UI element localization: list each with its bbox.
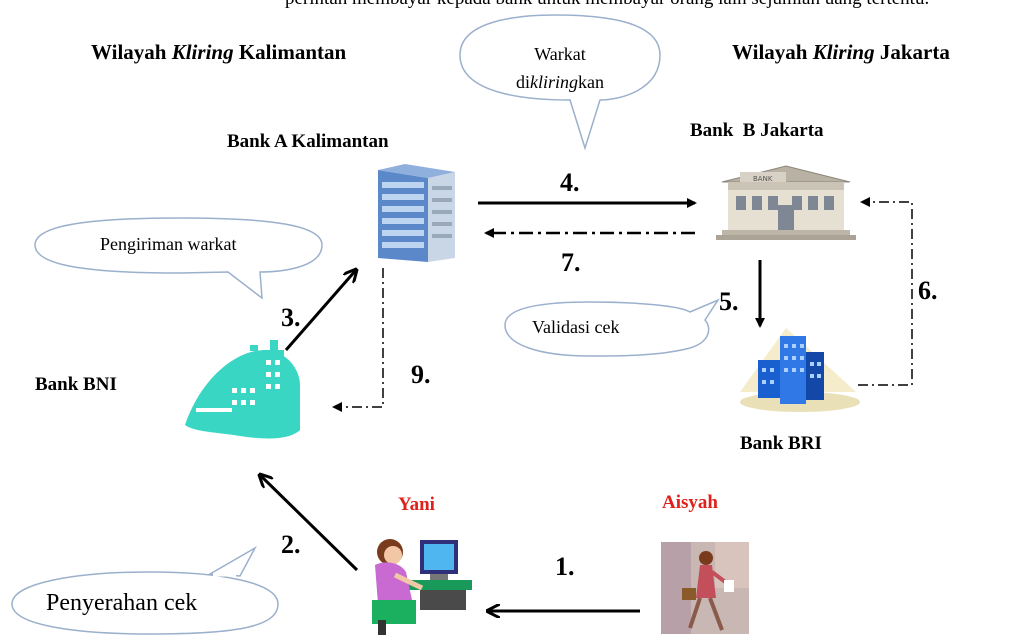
step-9-label: 9. [411,360,431,389]
svg-text:BANK: BANK [753,175,773,183]
step-5-label: 5. [719,287,739,316]
region-left-label: Wilayah Kliring Kalimantan [91,40,347,64]
bank-bri-label: Bank BRI [740,433,822,454]
bank-b-building-icon: BANK [716,165,856,240]
step-4-label: 4. [560,168,580,197]
step-1-label: 1. [555,552,575,581]
header-fragment: perintah membayar kepada bank untuk memb… [285,0,929,10]
step-2-label: 2. [281,530,301,559]
bubble-validasi-shape [504,298,720,357]
bubble-penyerahan-shape [11,546,279,635]
arrow-step-2 [260,475,359,572]
bubble-kliring-line1: Warkat [534,44,586,64]
bubble-kliring-shape [459,14,661,151]
yani-person-icon [372,539,472,635]
step-6-label: 6. [918,276,938,305]
region-right-label: Wilayah Kliring Jakarta [732,40,950,64]
aisyah-person-icon [661,542,749,634]
bubble-penyerahan-text: Penyerahan cek [46,590,198,616]
aisyah-label: Aisyah [662,492,718,513]
bank-bni-label: Bank BNI [35,374,117,395]
bubble-pengiriman-shape [34,217,323,300]
arrow-step-9 [332,268,384,412]
arrow-step-6 [858,197,913,386]
bank-b-label: Bank B Jakarta [690,120,824,141]
bank-a-label: Bank A Kalimantan [227,131,389,152]
arrow-step-3 [284,270,356,351]
bubble-pengiriman-text: Pengiriman warkat [100,234,237,254]
bank-bri-building-icon [740,328,860,412]
yani-label: Yani [398,494,435,515]
step-3-label: 3. [281,303,301,332]
bank-bni-building-icon [185,340,300,439]
bubble-kliring-line2: dikliringkan [515,72,604,92]
bubble-kliring-text: Warkat dikliringkan [480,40,640,96]
step-7-label: 7. [561,248,581,277]
bubble-validasi-text: Validasi cek [532,317,620,337]
bank-a-building-icon [378,164,455,262]
